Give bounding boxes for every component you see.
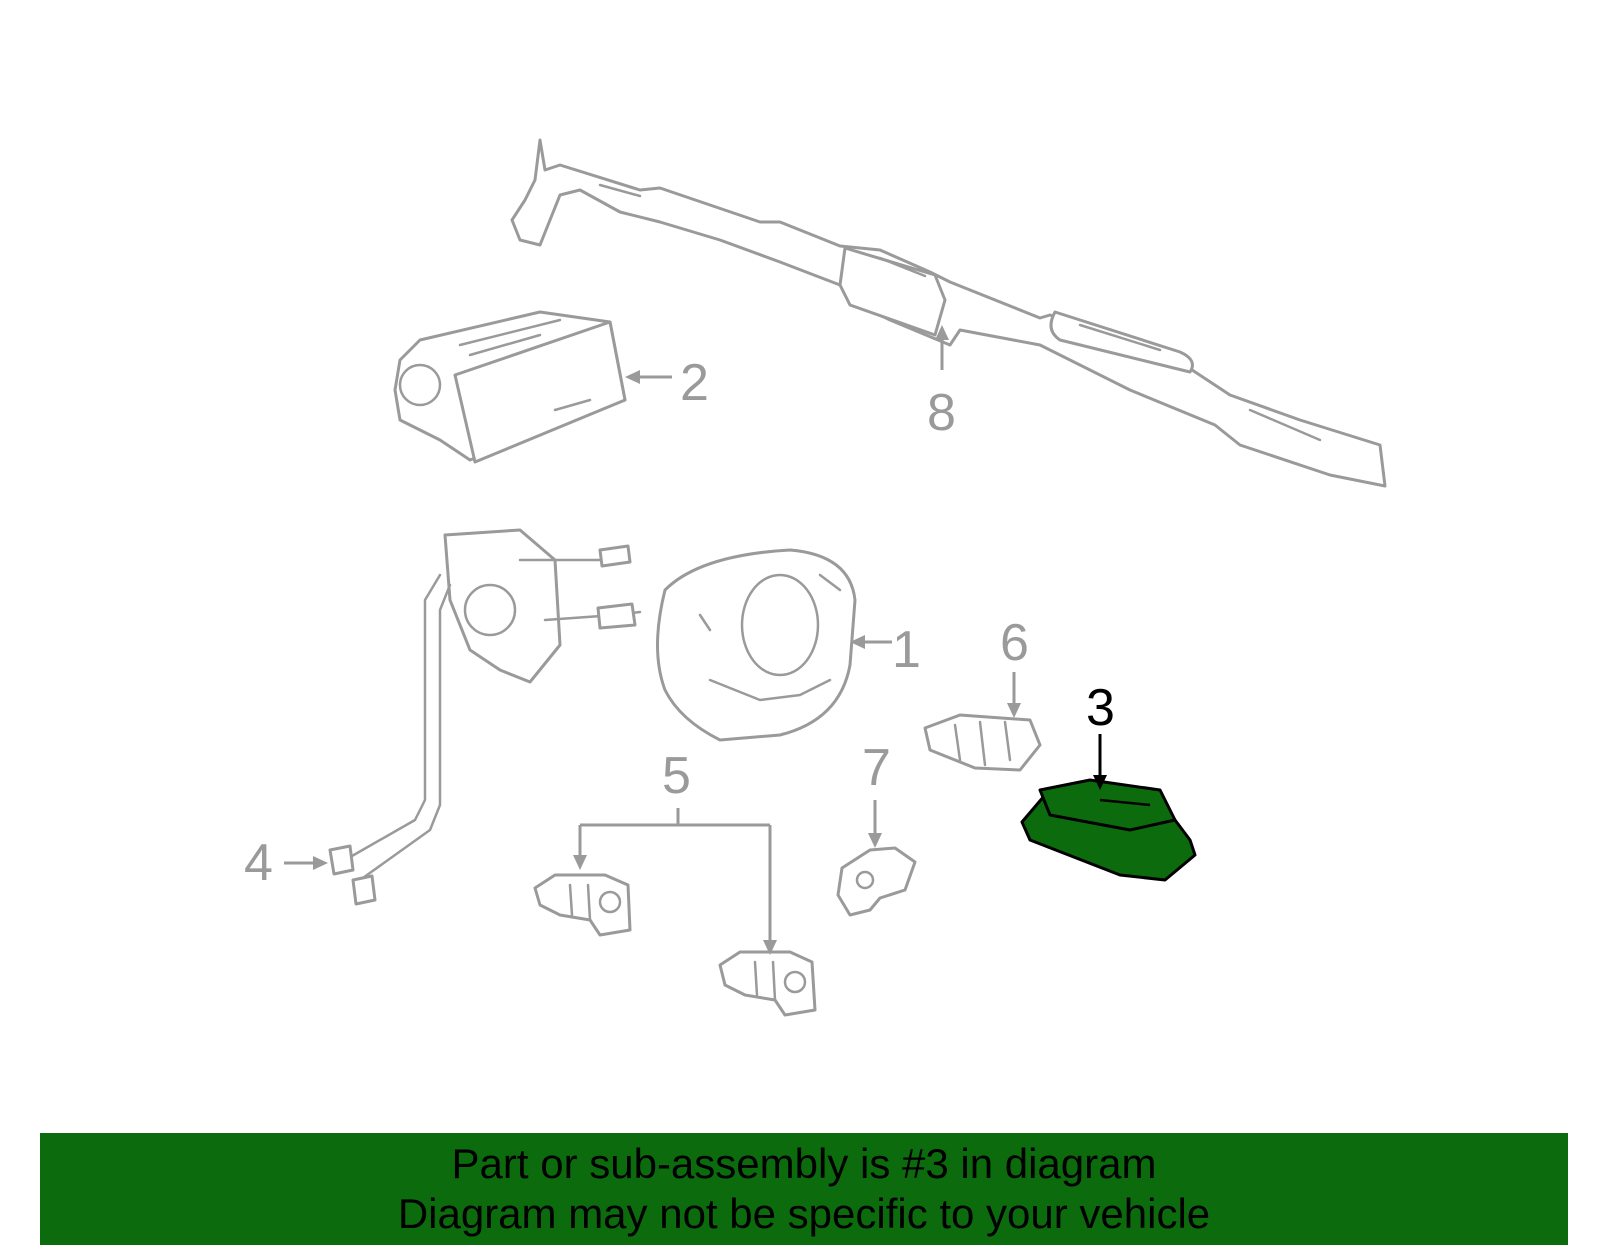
callout-8: 8 [927, 384, 956, 442]
part-5-switch-upper[interactable] [533, 873, 632, 937]
leader-lines [284, 325, 1107, 955]
banner-line-2: Diagram may not be specific to your vehi… [397, 1190, 1211, 1237]
banner-line-1: Part or sub-assembly is #3 in diagram [451, 1140, 1157, 1187]
callout-2: 2 [680, 354, 709, 412]
part-5-switch-lower[interactable] [718, 950, 817, 1017]
callout-6: 6 [1000, 614, 1029, 672]
part-1-driver-airbag[interactable] [656, 548, 857, 742]
callout-4: 4 [244, 834, 273, 892]
part-4-clock-spring-harness[interactable] [328, 528, 642, 906]
part-6-component[interactable] [923, 713, 1042, 772]
part-3-highlighted-component[interactable] [1020, 778, 1197, 882]
part-8-curtain-airbag[interactable] [510, 138, 1387, 488]
part-7-sensor[interactable] [836, 846, 917, 917]
part-2-passenger-airbag[interactable] [393, 310, 627, 464]
callout-5: 5 [662, 747, 691, 805]
callout-7: 7 [862, 739, 891, 797]
callout-3: 3 [1086, 679, 1115, 737]
info-banner: Part or sub-assembly is #3 in diagram Di… [40, 1133, 1568, 1245]
callout-1: 1 [892, 621, 921, 679]
